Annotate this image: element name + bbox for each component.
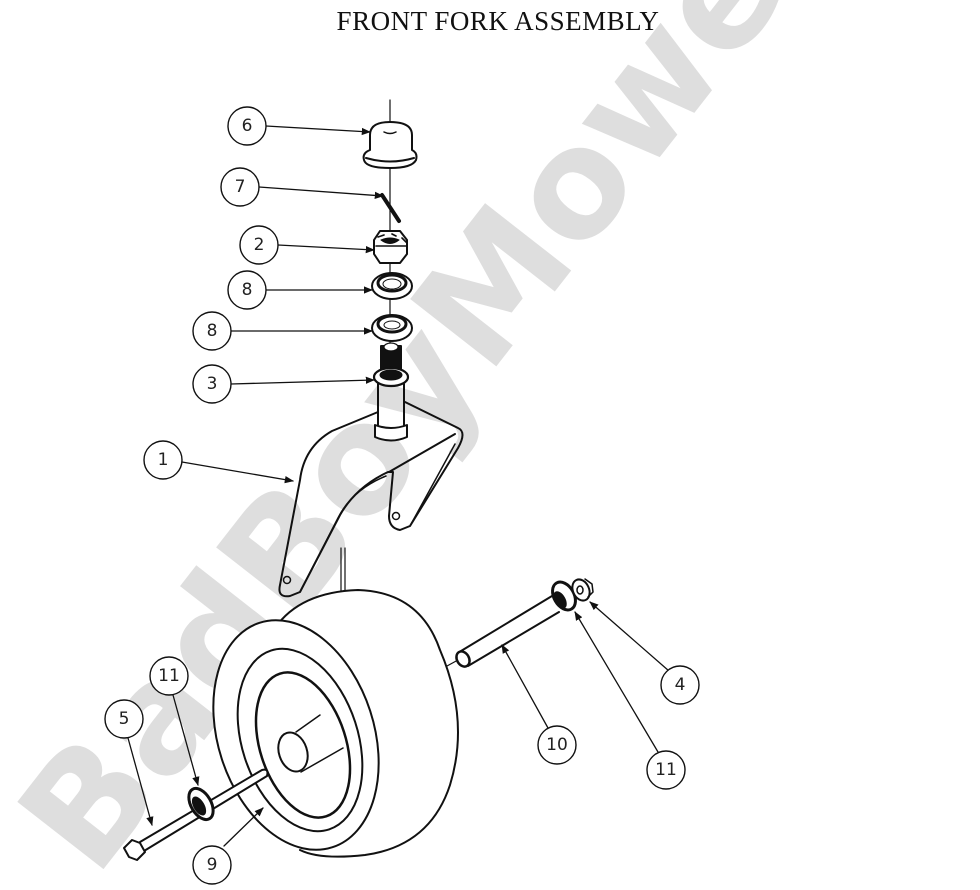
callout-2[interactable]: 2 [239,225,279,265]
wheel-part [212,589,459,858]
svg-text:6: 6 [242,116,253,136]
diagram-title: FRONT FORK ASSEMBLY [336,6,660,36]
leader-lines [127,125,670,847]
callout-5[interactable]: 5 [104,699,144,739]
svg-text:4: 4 [675,675,686,695]
spindle-part [372,342,410,442]
bearing-lower-part [371,314,413,342]
axle-tube-part [455,595,560,668]
callout-1[interactable]: 1 [143,440,183,480]
callout-3[interactable]: 3 [192,364,232,404]
callouts: 6 7 2 8 8 3 1 11 5 9 4 10 11 [104,106,700,885]
svg-text:11: 11 [655,760,677,780]
svg-text:10: 10 [546,735,568,755]
callout-6[interactable]: 6 [227,106,267,146]
lock-nut-part [571,578,594,602]
callout-8-upper[interactable]: 8 [227,270,267,310]
svg-text:1: 1 [158,450,169,470]
svg-text:9: 9 [207,855,218,875]
svg-text:8: 8 [242,280,253,300]
callout-10[interactable]: 10 [537,725,577,765]
svg-text:5: 5 [119,709,130,729]
spacer-left-part [187,786,215,822]
dust-cap-part [362,121,418,169]
fork-part [278,401,464,598]
svg-text:7: 7 [235,177,246,197]
svg-text:8: 8 [207,321,218,341]
svg-text:11: 11 [158,666,180,686]
callout-11-left[interactable]: 11 [149,656,189,696]
cotter-pin-part [380,193,401,223]
svg-text:3: 3 [207,374,218,394]
callout-8-lower[interactable]: 8 [192,311,232,351]
svg-text:2: 2 [254,235,265,255]
castle-nut-part [373,230,408,264]
bearing-upper-part [371,272,413,300]
callout-4[interactable]: 4 [660,665,700,705]
callout-11-right[interactable]: 11 [646,750,686,790]
callout-7[interactable]: 7 [220,167,260,207]
callout-9[interactable]: 9 [192,845,232,885]
